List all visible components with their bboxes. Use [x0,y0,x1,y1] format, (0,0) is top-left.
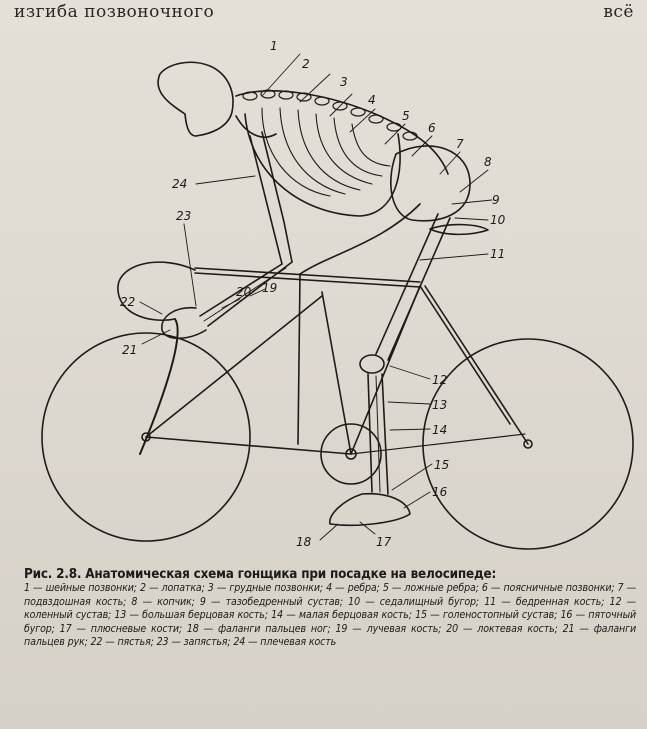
scapula [236,116,276,137]
label-13: 13 [432,398,447,412]
label-7: 7 [456,137,464,151]
anatomical-cyclist-figure: 1 2 3 4 5 6 7 8 9 10 11 12 13 14 15 16 1… [0,24,647,570]
figure-labels: 1 2 3 4 5 6 7 8 9 10 11 12 13 14 15 16 1… [120,39,506,549]
label-17: 17 [376,535,392,549]
knee [360,355,384,373]
handlebar [118,262,195,320]
previous-text-line: изгиба позвоночного всё [14,2,634,26]
femur [376,214,438,354]
label-10: 10 [490,213,506,227]
label-11: 11 [490,247,505,261]
caption-body: 1 — шейные позвонки; 2 — лопатка; 3 — гр… [24,582,636,649]
label-24: 24 [172,177,187,191]
seat-tube [322,292,351,454]
label-18: 18 [296,535,312,549]
hand [162,308,206,339]
label-16: 16 [432,485,448,499]
label-15: 15 [434,458,449,472]
label-22: 22 [120,295,135,309]
label-12: 12 [432,373,447,387]
label-1: 1 [270,39,278,53]
label-21: 21 [122,343,137,357]
label-23: 23 [176,209,191,223]
top-text-right: всё [603,2,634,22]
label-20: 20 [236,285,252,299]
top-text-left: изгиба позвоночного [14,2,214,22]
pelvis [391,146,470,221]
spine [236,91,448,174]
head [158,62,233,136]
label-4: 4 [368,93,376,107]
label-5: 5 [402,109,410,123]
ribcage [245,114,400,216]
label-3: 3 [340,75,348,89]
humerus [250,136,282,264]
saddle [430,225,488,235]
figure-caption: Рис. 2.8. Анатомическая схема гонщика пр… [24,568,636,649]
caption-title: Рис. 2.8. Анатомическая схема гонщика пр… [24,568,636,581]
label-19: 19 [262,281,277,295]
foot [330,494,410,526]
label-6: 6 [428,121,436,135]
label-8: 8 [484,155,492,169]
label-14: 14 [432,423,447,437]
label-2: 2 [302,57,310,71]
label-9: 9 [492,193,500,207]
